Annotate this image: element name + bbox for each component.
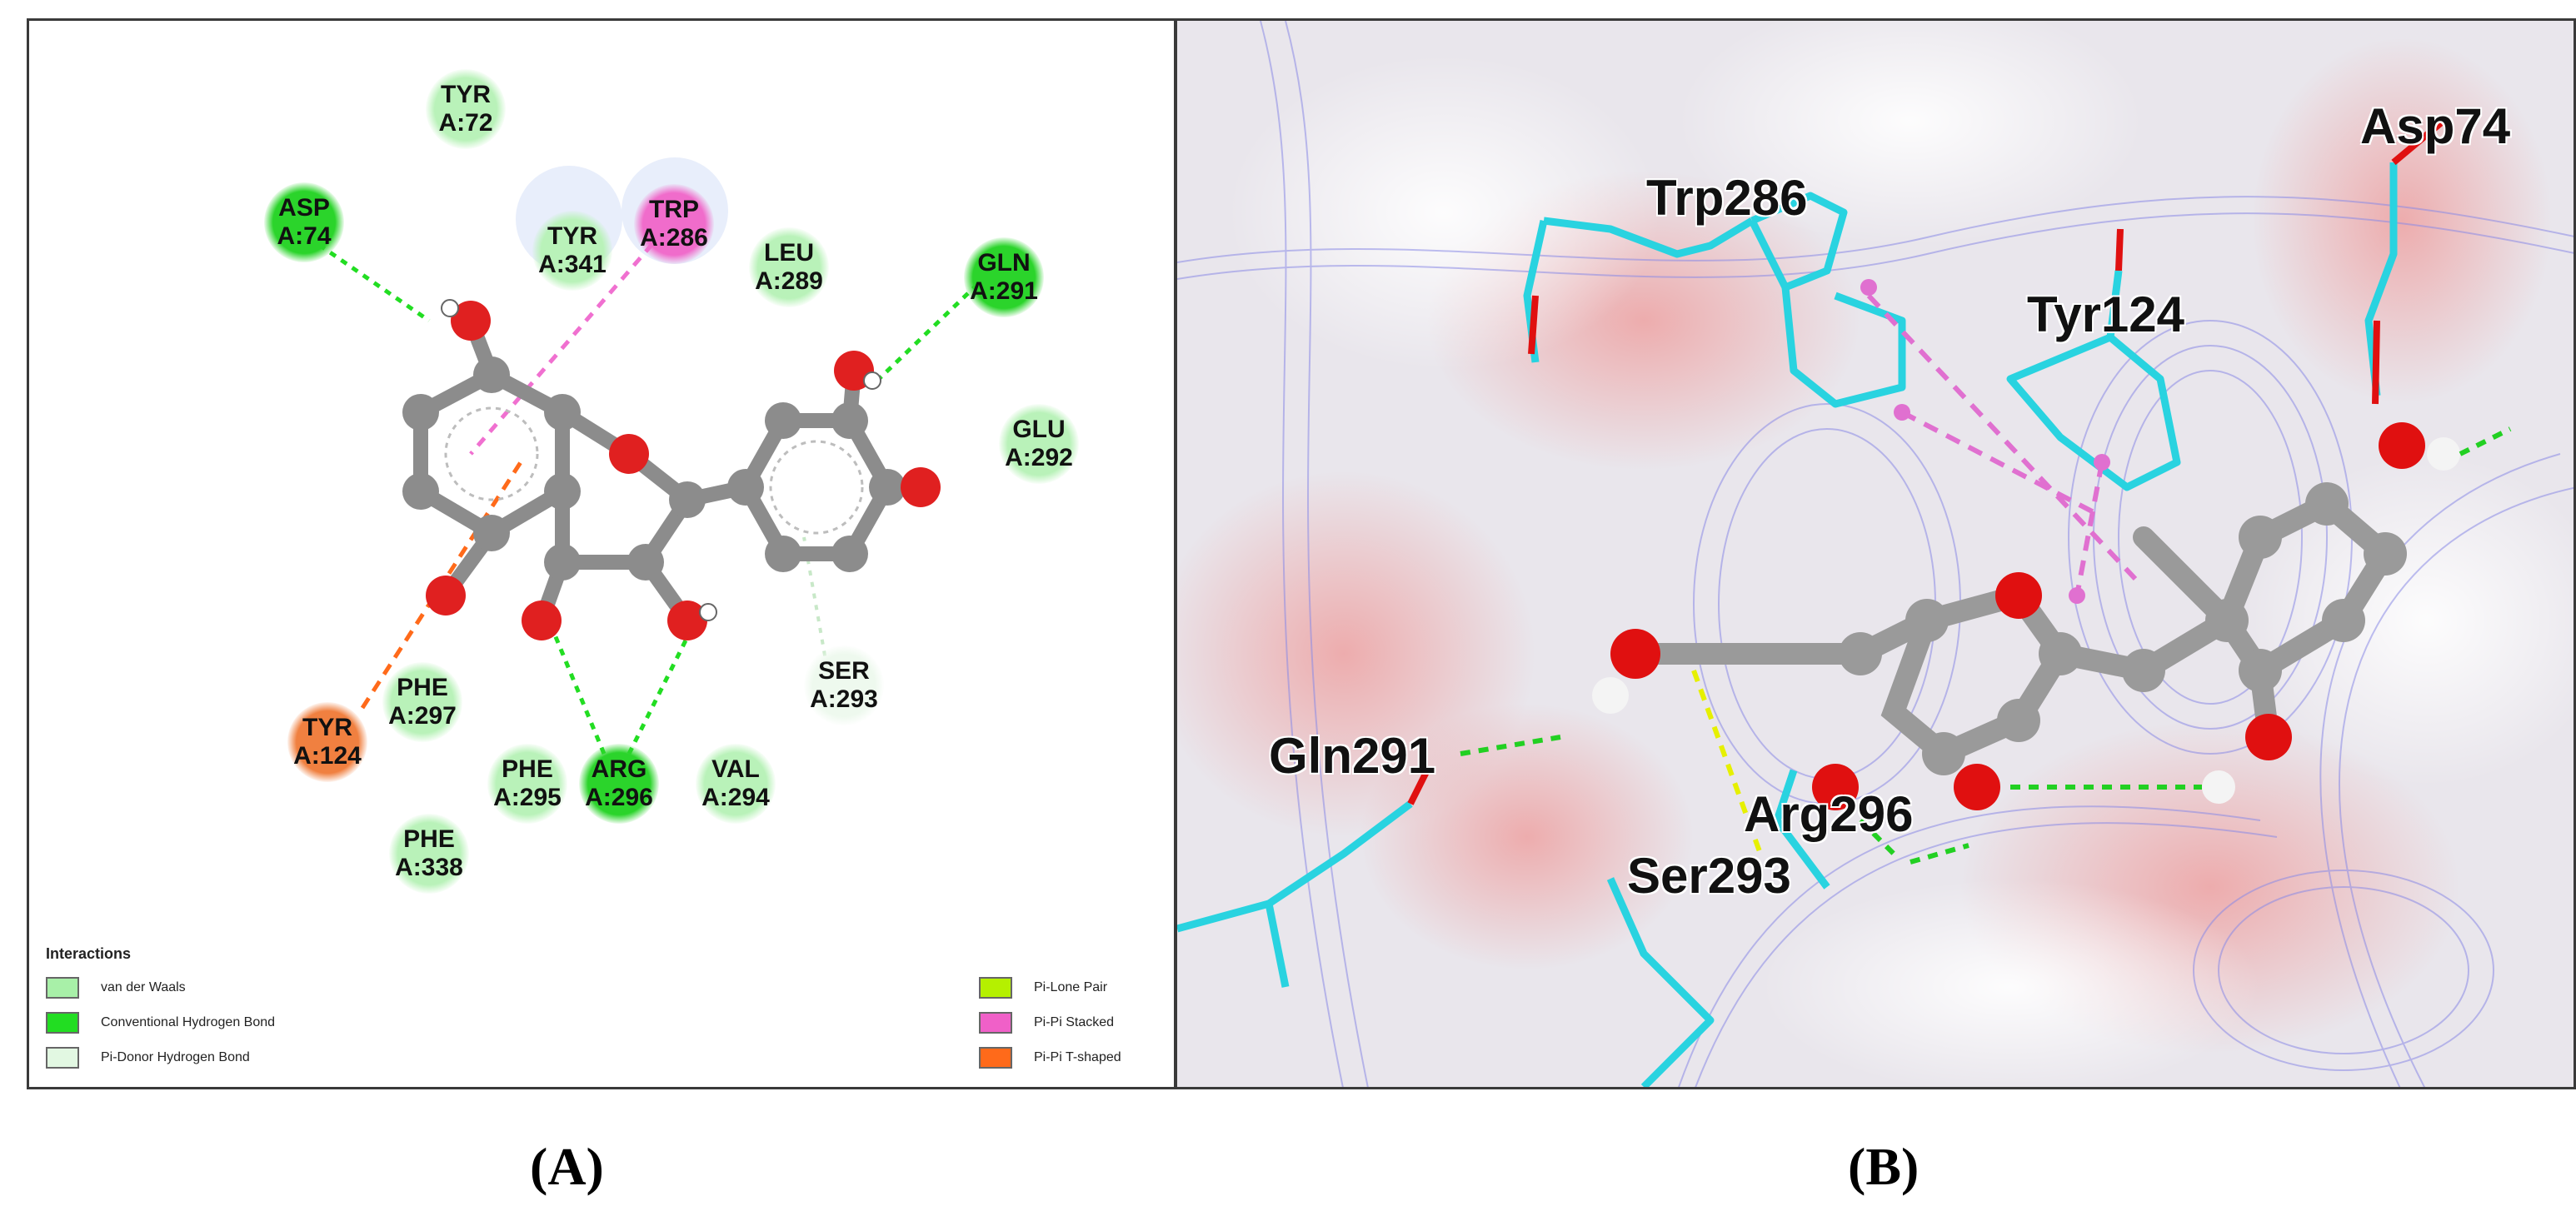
residue-name: PHE bbox=[502, 755, 553, 783]
ligand-atoms bbox=[402, 299, 941, 640]
residue-tyr124: TYR A:124 bbox=[287, 702, 367, 782]
interaction-dashes-3d bbox=[1460, 293, 2512, 865]
legend-swatch bbox=[46, 977, 79, 999]
label-arg296: Arg296 bbox=[1744, 786, 1914, 842]
residue-gln291: GLN A:291 bbox=[964, 237, 1044, 317]
legend-label: Pi-Donor Hydrogen Bond bbox=[101, 1050, 250, 1064]
residue-val294: VAL A:294 bbox=[696, 744, 776, 824]
residue-number: A:291 bbox=[970, 277, 1038, 305]
residue-tyr341: TYR A:341 bbox=[532, 211, 612, 291]
residue-name: VAL bbox=[711, 755, 760, 783]
residue-tyr72: TYR A:72 bbox=[426, 69, 506, 149]
residue-asp74: ASP A:74 bbox=[264, 182, 344, 262]
legend-item-hbond: Conventional Hydrogen Bond bbox=[46, 1012, 275, 1034]
legend-swatch bbox=[979, 1047, 1012, 1069]
residue-phe297: PHE A:297 bbox=[382, 662, 462, 742]
legend-swatch bbox=[46, 1047, 79, 1069]
residue-name: TYR bbox=[547, 222, 597, 250]
residue-number: A:341 bbox=[538, 251, 607, 278]
residue-glu292: GLU A:292 bbox=[999, 404, 1079, 484]
legend-label: Pi-Pi T-shaped bbox=[1034, 1050, 1121, 1064]
residue-name: TYR bbox=[441, 81, 491, 108]
legend-swatch bbox=[46, 1012, 79, 1034]
legend-label: Pi-Pi Stacked bbox=[1034, 1015, 1115, 1029]
residue-number: A:286 bbox=[640, 224, 708, 252]
interaction-diagram-2d: TYR A:72 ASP A:74 TYR A:341 TRP A:286 LE… bbox=[27, 18, 1176, 1089]
residue-number: A:72 bbox=[438, 109, 493, 137]
residue-name: ARG bbox=[591, 755, 647, 783]
legend-label: Conventional Hydrogen Bond bbox=[101, 1015, 276, 1029]
residue-number: A:74 bbox=[277, 222, 332, 250]
ring-centroids bbox=[1860, 279, 2110, 604]
residue-number: A:293 bbox=[810, 685, 878, 713]
residue-number: A:338 bbox=[395, 854, 463, 881]
residue-name: TYR bbox=[302, 714, 352, 741]
residue-name: TRP bbox=[649, 196, 699, 223]
aromatic-rings bbox=[444, 406, 864, 535]
ligand-3d-atoms bbox=[1592, 422, 2460, 810]
legend-item-vdw: van der Waals bbox=[46, 977, 186, 999]
residue-name: ASP bbox=[278, 194, 330, 222]
legend-item-pipi: Pi-Pi Stacked bbox=[979, 1012, 1114, 1034]
residue-trp286: TRP A:286 bbox=[634, 184, 714, 264]
residue-oxygen-sticks bbox=[1407, 117, 2446, 805]
legend-item-tshaped: Pi-Pi T-shaped bbox=[979, 1047, 1121, 1069]
legend-swatch bbox=[979, 977, 1012, 999]
legend-item-pidonor: Pi-Donor Hydrogen Bond bbox=[46, 1047, 250, 1069]
pipi-trp286 bbox=[469, 242, 654, 456]
residue-number: A:124 bbox=[293, 742, 362, 770]
label-trp286: Trp286 bbox=[1646, 170, 1808, 226]
residue-ser293: SER A:293 bbox=[804, 645, 884, 725]
residue-number: A:292 bbox=[1005, 444, 1073, 471]
residue-phe295: PHE A:295 bbox=[487, 744, 567, 824]
legend-label: Pi-Lone Pair bbox=[1034, 980, 1108, 994]
hbond-asp74 bbox=[307, 235, 431, 323]
residue-name: GLU bbox=[1012, 416, 1066, 443]
surface-patches bbox=[1177, 21, 2574, 1087]
residue-name: SER bbox=[818, 657, 870, 685]
label-gln291: Gln291 bbox=[1269, 728, 1436, 784]
legend-label: van der Waals bbox=[101, 980, 186, 994]
residue-number: A:295 bbox=[493, 784, 562, 811]
residue-name: GLN bbox=[977, 249, 1031, 277]
hbond-arg296-b bbox=[627, 635, 690, 755]
caption-panel-b: (B) bbox=[1848, 1137, 1920, 1196]
label-asp74: Asp74 bbox=[2360, 98, 2511, 154]
residue-name: LEU bbox=[764, 239, 814, 267]
residue-name: PHE bbox=[403, 825, 455, 853]
residue-sticks bbox=[1177, 162, 2398, 1087]
hbond-gln291 bbox=[877, 273, 989, 381]
label-ser293: Ser293 bbox=[1627, 848, 1791, 904]
residue-number: A:296 bbox=[585, 784, 653, 811]
label-tyr124: Tyr124 bbox=[2027, 287, 2185, 342]
caption-panel-a: (A) bbox=[530, 1137, 604, 1196]
residue-leu289: LEU A:289 bbox=[749, 227, 829, 307]
protein-surface-render bbox=[1177, 21, 2574, 1087]
residue-number: A:297 bbox=[388, 702, 457, 730]
residue-arg296: ARG A:296 bbox=[579, 744, 659, 824]
residue-phe338: PHE A:338 bbox=[389, 814, 469, 894]
residue-number: A:289 bbox=[755, 267, 823, 295]
binding-pose-3d: Trp286 Tyr124 Asp74 Gln291 Arg296 Ser293 bbox=[1175, 18, 2576, 1089]
residue-number: A:294 bbox=[701, 784, 770, 811]
legend-item-pilone: Pi-Lone Pair bbox=[979, 977, 1107, 999]
hbond-arg296-a bbox=[550, 628, 607, 755]
residue-name: PHE bbox=[397, 674, 448, 701]
ligand-structure-2d bbox=[307, 157, 989, 755]
legend-title: Interactions bbox=[46, 945, 132, 962]
legend-swatch bbox=[979, 1012, 1012, 1034]
